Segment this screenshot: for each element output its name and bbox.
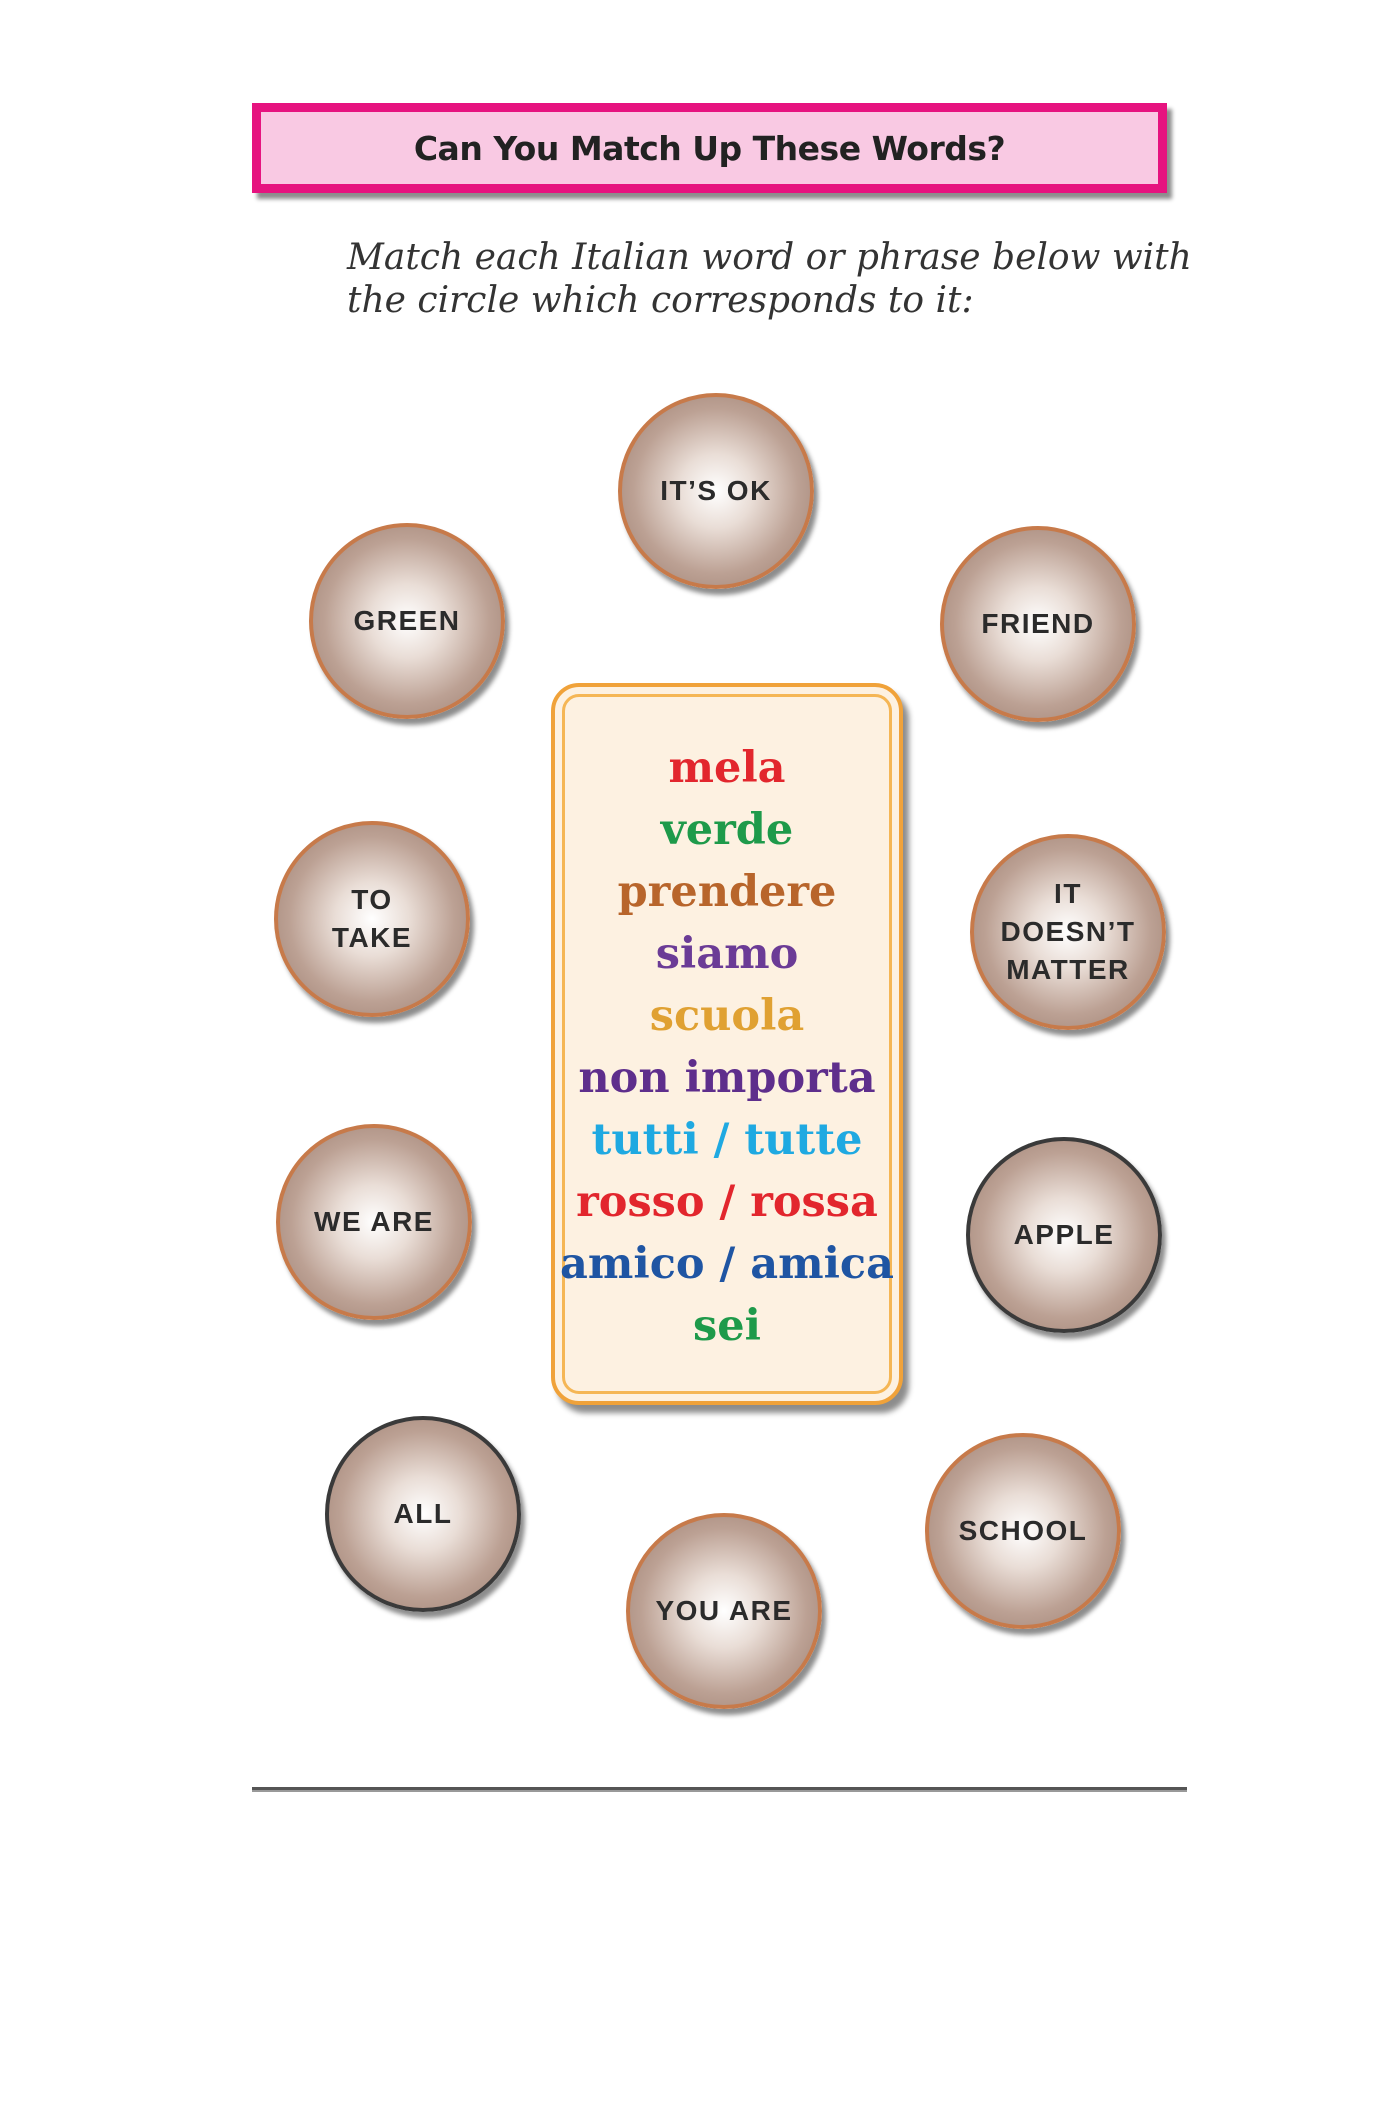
instructions-line-2: the circle which corresponds to it:	[347, 280, 974, 321]
circle-its-ok[interactable]: IT’S OK	[618, 393, 814, 589]
title-banner: Can You Match Up These Words?	[252, 103, 1167, 193]
circle-label: FRIEND	[981, 608, 1095, 639]
circle-label: IT DOESN’T MATTER	[1000, 878, 1136, 985]
word-tutti-tutte[interactable]: tutti / tutte	[591, 1115, 863, 1165]
instructions-line-1: Match each Italian word or phrase below …	[347, 237, 1192, 278]
word-mela[interactable]: mela	[668, 743, 786, 793]
circle-label: WE ARE	[314, 1206, 434, 1237]
circle-label: TO TAKE	[331, 884, 413, 953]
circle-green[interactable]: GREEN	[309, 523, 505, 719]
circle-label: YOU ARE	[655, 1595, 793, 1626]
circle-label: APPLE	[1013, 1219, 1115, 1250]
italian-word-list: mela verde prendere siamo scuola non imp…	[555, 737, 899, 1357]
circle-label: GREEN	[353, 605, 461, 636]
circle-friend[interactable]: FRIEND	[940, 526, 1136, 722]
circle-to-take[interactable]: TO TAKE	[274, 821, 470, 1017]
bottom-divider	[252, 1787, 1187, 1792]
word-amico-amica[interactable]: amico / amica	[560, 1239, 894, 1289]
word-prendere[interactable]: prendere	[617, 867, 837, 917]
italian-word-box: mela verde prendere siamo scuola non imp…	[551, 683, 903, 1405]
word-verde[interactable]: verde	[660, 805, 794, 855]
word-non-importa[interactable]: non importa	[578, 1053, 876, 1103]
circle-we-are[interactable]: WE ARE	[276, 1124, 472, 1320]
circle-label: IT’S OK	[660, 475, 772, 506]
circle-it-doesnt-matter[interactable]: IT DOESN’T MATTER	[970, 834, 1166, 1030]
circle-you-are[interactable]: YOU ARE	[626, 1513, 822, 1709]
circle-label: ALL	[393, 1498, 453, 1529]
page-title: Can You Match Up These Words?	[413, 128, 1006, 168]
word-siamo[interactable]: siamo	[655, 929, 799, 979]
instructions: Match each Italian word or phrase below …	[347, 236, 1192, 322]
circle-label: SCHOOL	[958, 1515, 1088, 1546]
word-scuola[interactable]: scuola	[649, 991, 805, 1041]
circle-all[interactable]: ALL	[325, 1416, 521, 1612]
circle-apple[interactable]: APPLE	[966, 1137, 1162, 1333]
circle-school[interactable]: SCHOOL	[925, 1433, 1121, 1629]
word-sei[interactable]: sei	[693, 1301, 761, 1351]
word-rosso-rossa[interactable]: rosso / rossa	[576, 1177, 878, 1227]
